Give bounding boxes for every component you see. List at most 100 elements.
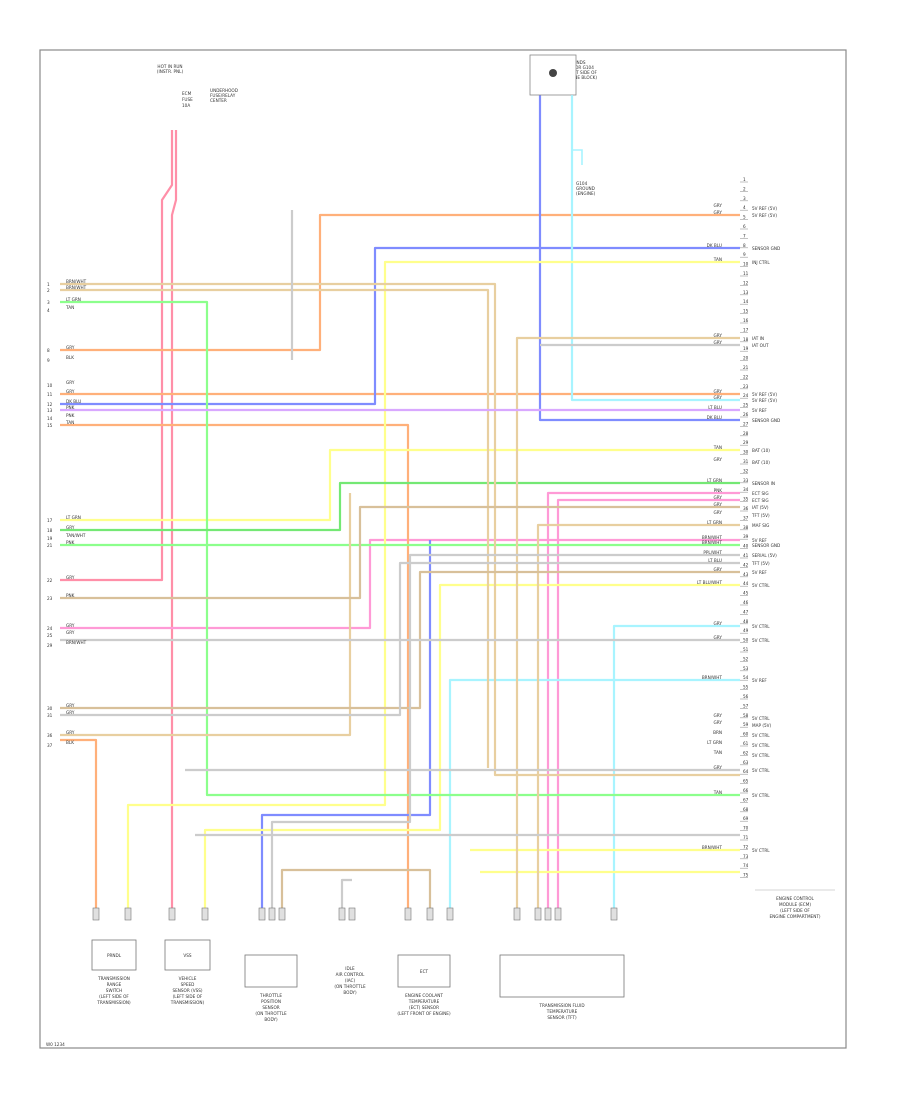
ecm-pin-number: 20 xyxy=(743,356,749,361)
left-pin-number: 8 xyxy=(47,348,50,353)
fuse-block-label: FUSE/RELAY xyxy=(210,93,236,98)
right-wire-label: PNK xyxy=(714,488,723,493)
left-pin-number: 29 xyxy=(47,643,53,648)
left-wire-label: PNK xyxy=(66,540,75,545)
right-wire-label: LT BLU/WHT xyxy=(697,580,722,585)
ecm-pin-number: 60 xyxy=(743,732,749,737)
right-wire-label: GRY xyxy=(714,621,723,626)
wire-red-2 xyxy=(170,130,178,918)
ecm-pin-label: INJ CTRL xyxy=(752,260,770,265)
right-wire-label: GRY xyxy=(714,567,723,572)
left-wire-label: GRY xyxy=(66,623,75,628)
ecm-pin-label: MAP (5V) xyxy=(752,723,771,728)
component-caption: (ON THROTTLE xyxy=(255,1011,287,1016)
left-wire-label: LT GRN xyxy=(66,297,81,302)
right-wire-label: BRN/WHT xyxy=(702,535,723,540)
component-body xyxy=(91,939,137,971)
ecm-pin-label: BAT (10) xyxy=(752,448,770,453)
left-wire-label: GRY xyxy=(66,525,75,530)
ecm-pin-label: 5V REF (5V) xyxy=(752,398,777,403)
right-wire-label: GRY xyxy=(714,457,723,462)
right-wire-label: GRY xyxy=(714,635,723,640)
component-caption: (ECT) SENSOR xyxy=(409,1005,439,1010)
ecm-pin-label: ECT SIG xyxy=(752,498,769,503)
left-wire-label: TAN/WHT xyxy=(65,533,86,538)
ecm-pin-number: 13 xyxy=(743,290,749,295)
left-pin-number: 9 xyxy=(47,358,50,363)
ecm-pin-number: 12 xyxy=(743,280,749,285)
ecm-pin-number: 53 xyxy=(743,666,749,671)
ecm-pin-number: 9 xyxy=(743,252,746,257)
ecm-pin-number: 41 xyxy=(743,553,749,558)
ecm-pin-number: 51 xyxy=(743,647,749,652)
right-wire-label: BRN/WHT xyxy=(702,845,723,850)
wire-pnk-c xyxy=(546,491,740,918)
left-pin-number: 13 xyxy=(47,408,53,413)
ecm-pin-number: 65 xyxy=(743,779,749,784)
ground-stud-label: (ENGINE) xyxy=(576,191,596,196)
left-pin-number: 22 xyxy=(47,578,53,583)
component-caption: (LEFT FRONT OF ENGINE) xyxy=(397,1011,451,1016)
ecm-pin-number: 58 xyxy=(743,713,749,718)
left-pin-number: 14 xyxy=(47,416,53,421)
ecm-pin-number: 62 xyxy=(743,750,749,755)
ecm-pin-number: 18 xyxy=(743,337,749,342)
ecm-pin-number: 31 xyxy=(743,459,749,464)
ecm-pin-number: 59 xyxy=(743,722,749,727)
ecm-pin-label: MAF SIG xyxy=(752,523,769,528)
ecm-pin-number: 45 xyxy=(743,591,749,596)
ground-stud-label: G104 xyxy=(576,181,588,186)
component-caption: IDLE xyxy=(345,966,355,971)
ecm-pin-label: 5V CTRL xyxy=(752,716,770,721)
ecm-pin-number: 16 xyxy=(743,318,749,323)
component-caption: RANGE xyxy=(107,982,122,987)
ecm-pin-number: 64 xyxy=(743,769,749,774)
ecm-pin-label: SENSOR GND xyxy=(752,246,780,251)
right-wire-label: DK BLU xyxy=(707,415,722,420)
left-pin-number: 11 xyxy=(47,392,53,397)
right-wire-label: LT GRN xyxy=(707,520,722,525)
ecm-pin-label: 5V CTRL xyxy=(752,753,770,758)
right-wire-label: GRY xyxy=(714,510,723,515)
wire-gry-4 xyxy=(340,878,352,918)
component-caption: BODY) xyxy=(343,990,357,995)
ecm-pin-label: IAT IN xyxy=(752,336,764,341)
wire-org-3 xyxy=(60,423,410,918)
left-pin-number: 37 xyxy=(47,743,53,748)
component-caption: TEMPERATURE xyxy=(408,999,440,1004)
ecm-pin-label: ECT SIG xyxy=(752,491,769,496)
right-wire-label: GRY xyxy=(714,395,723,400)
component-caption: (ON THROTTLE xyxy=(334,984,366,989)
left-wire-label: PNK xyxy=(66,405,75,410)
component-caption: TRANSMISSION FLUID xyxy=(538,1003,584,1008)
component-caption: POSITION xyxy=(261,999,281,1004)
wire-grn-1 xyxy=(60,300,740,797)
ecm-pin-label: 5V CTRL xyxy=(752,768,770,773)
component-body-label: PRNDL xyxy=(107,953,122,958)
left-pin-number: 17 xyxy=(47,518,53,523)
wire-pnk-main xyxy=(60,538,740,630)
component-caption: SPEED xyxy=(181,982,195,987)
ecm-pin-number: 48 xyxy=(743,619,749,624)
ecm-pin-number: 5 xyxy=(743,215,746,220)
left-pin-number: 24 xyxy=(47,626,53,631)
ecm-pin-label: 5V REF xyxy=(752,408,767,413)
fuse-label: FUSE xyxy=(182,97,193,102)
connector-terminal xyxy=(426,907,434,921)
ecm-pin-number: 10 xyxy=(743,262,749,267)
connector-terminal xyxy=(201,907,209,921)
component-caption: TRANSMISSION xyxy=(97,976,130,981)
left-wire-label: BRN/WHT xyxy=(66,279,87,284)
wire-yel-3 xyxy=(203,583,740,918)
ecm-pin-number: 50 xyxy=(743,638,749,643)
right-wire-label: TAN xyxy=(713,790,722,795)
connector-terminal xyxy=(258,907,266,921)
wire-blu-1 xyxy=(60,246,740,406)
ecm-pin-number: 8 xyxy=(743,243,746,248)
ecm-pin-label: 5V CTRL xyxy=(752,848,770,853)
ecm-pin-number: 72 xyxy=(743,844,749,849)
wire-grn-2 xyxy=(60,481,740,532)
